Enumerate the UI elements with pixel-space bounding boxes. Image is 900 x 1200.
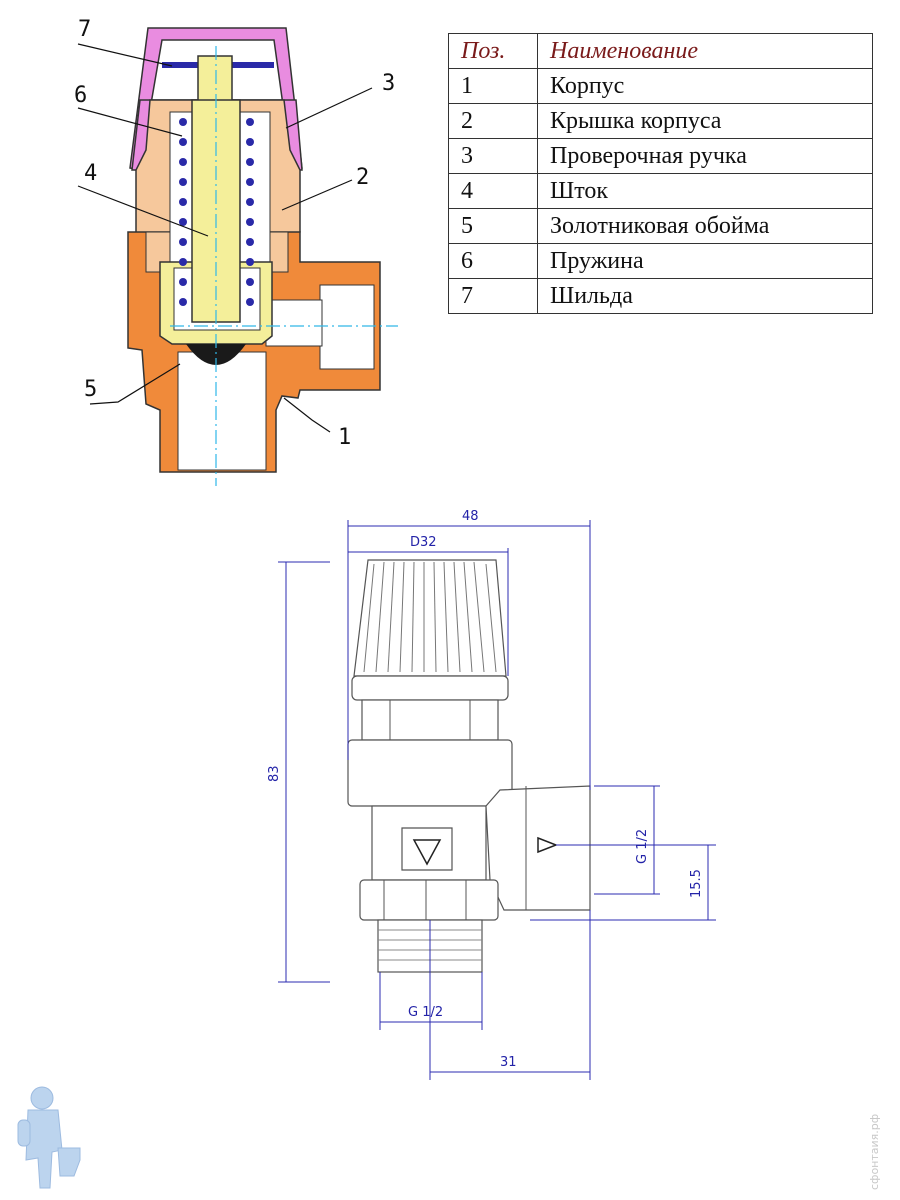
callout-3: 3 — [382, 71, 395, 96]
cap-exterior — [351, 559, 509, 701]
table-row: 7 Шильда — [448, 278, 873, 314]
table-cell-name: Корпус — [537, 68, 873, 104]
table-cell-pos: 6 — [448, 243, 538, 279]
table-row: 6 Пружина — [448, 243, 873, 279]
dim-side-thread: G 1/2 — [635, 829, 650, 864]
table-cell-pos: 2 — [448, 103, 538, 139]
arrow-mark-icon — [412, 839, 442, 866]
table-cell-name: Крышка корпуса — [537, 103, 873, 139]
dim-bottom-thread: G 1/2 — [408, 1005, 443, 1020]
spring-section — [179, 118, 254, 306]
callout-5: 5 — [84, 377, 97, 402]
table-cell-name: Золотниковая обойма — [537, 208, 873, 244]
callout-2: 2 — [356, 165, 369, 190]
callout-4: 4 — [84, 161, 97, 186]
table-cell-name: Проверочная ручка — [537, 138, 873, 174]
table-cell-pos: 1 — [448, 68, 538, 104]
dimension-labels: 48 D32 83 G 1/2 15.5 G 1/2 31 — [267, 509, 704, 1070]
dim-cap-diameter: D32 — [410, 535, 437, 550]
table-cell-name: Шильда — [537, 278, 873, 314]
table-cell-name: Шток — [537, 173, 873, 209]
plumber-mascot-logo — [17, 1086, 81, 1189]
table-row: 2 Крышка корпуса — [448, 103, 873, 139]
table-header-row: Поз. Наименование — [448, 33, 873, 69]
ball-icon — [186, 344, 246, 365]
exterior-drawing: 48 D32 83 G 1/2 15.5 G 1/2 31 — [267, 509, 716, 1080]
dimension-lines — [278, 520, 716, 1080]
table-cell-name: Пружина — [537, 243, 873, 279]
parts-table: Поз. Наименование 1 Корпус 2 Крышка корп… — [448, 33, 873, 314]
table-row: 3 Проверочная ручка — [448, 138, 873, 174]
table-header-pos: Поз. — [448, 33, 538, 69]
table-row: 4 Шток — [448, 173, 873, 209]
dim-side-offset: 15.5 — [689, 869, 704, 898]
dim-width-total: 48 — [462, 509, 479, 524]
dim-axis-to-outlet: 31 — [500, 1055, 517, 1070]
callout-6: 6 — [74, 83, 87, 108]
table-cell-pos: 4 — [448, 173, 538, 209]
callout-1: 1 — [338, 425, 351, 450]
callout-numbers: 7 6 4 3 2 5 1 — [74, 17, 395, 450]
table-row: 5 Золотниковая обойма — [448, 208, 873, 244]
callout-leaders — [77, 43, 373, 433]
table-cell-pos: 7 — [448, 278, 538, 314]
table-row: 1 Корпус — [448, 68, 873, 104]
dim-height-total: 83 — [267, 765, 282, 782]
table-header-name: Наименование — [537, 33, 873, 69]
cross-section-drawing: 7 6 4 3 2 5 1 — [74, 17, 398, 486]
table-cell-pos: 5 — [448, 208, 538, 244]
body-exterior — [359, 785, 591, 973]
flow-arrow-icon — [537, 836, 559, 854]
cover-exterior — [347, 699, 513, 807]
callout-7: 7 — [78, 17, 91, 42]
axis-lines — [170, 46, 398, 486]
watermark: сфонтаия.рф — [868, 1113, 881, 1190]
table-cell-pos: 3 — [448, 138, 538, 174]
